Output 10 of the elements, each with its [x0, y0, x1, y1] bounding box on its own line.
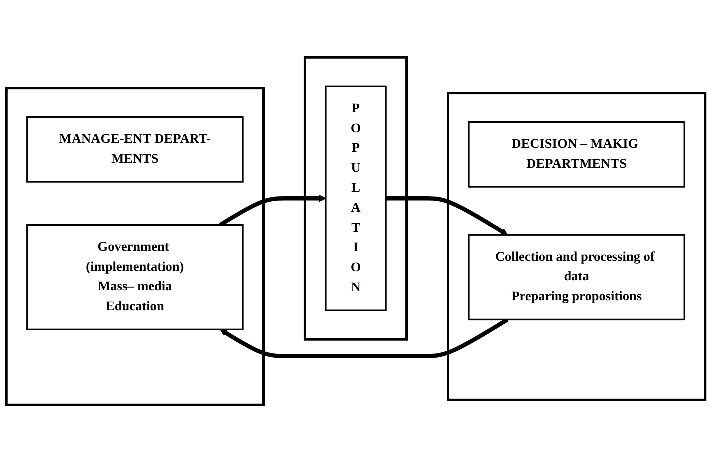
node-box: MANAGE-ENT DEPART-MENTS	[26, 116, 244, 182]
cluster	[5, 86, 265, 406]
node-box: DECISION – MAKIG DEPARTMENTS	[468, 121, 686, 188]
cluster	[304, 56, 408, 340]
cluster	[447, 92, 707, 402]
arrow	[220, 318, 509, 358]
node-box: Government (implementation) Mass– media Education	[26, 224, 244, 330]
node-box: Collection and processing of data Preparing propositions	[468, 234, 686, 320]
node-box: POPULATION	[325, 85, 387, 312]
arrow	[386, 196, 508, 236]
